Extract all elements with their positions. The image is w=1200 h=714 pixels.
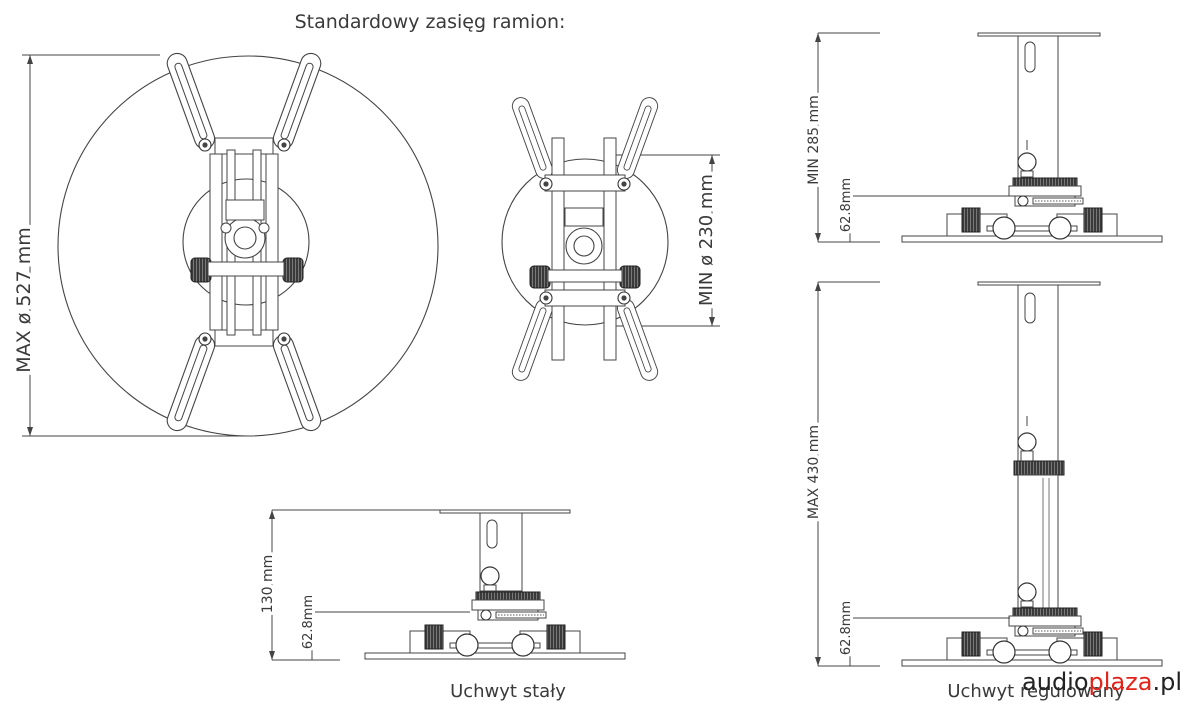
min-spread-view [501,94,720,384]
brand-part3: .pl [1152,668,1182,696]
min-height-label: MIN 285 mm [806,95,822,185]
max-height-label: MAX 430 mm [806,425,822,519]
caption-fixed: Uchwyt stały [450,681,566,702]
fixed-height-label: 130 mm [260,555,276,613]
svg-text:audioplaza.pl: audioplaza.pl [1022,668,1182,696]
adjustable-max-side-view [815,281,1163,667]
base-height-label-a: 62.8mm [839,178,854,232]
brand-part2: plaza [1089,668,1153,696]
base-height-label-b: 62.8mm [301,595,316,649]
brand-part1: audio [1022,668,1089,696]
brand-logo: audioplaza.pl [1022,668,1182,696]
caption-adjustable: Uchwyt regulowany [947,681,1125,702]
max-diameter-label: MAX ø 527 mm [13,227,35,372]
header-title: Standardowy zasięg ramion: [295,11,566,33]
adjustable-min-side-view [815,32,1163,243]
max-spread-view [22,50,439,437]
min-diameter-label: MIN ø 230 mm [696,174,717,306]
fixed-side-view [269,509,626,661]
min-reach-circle [501,158,669,326]
base-height-label-c: 62.8mm [839,601,854,655]
